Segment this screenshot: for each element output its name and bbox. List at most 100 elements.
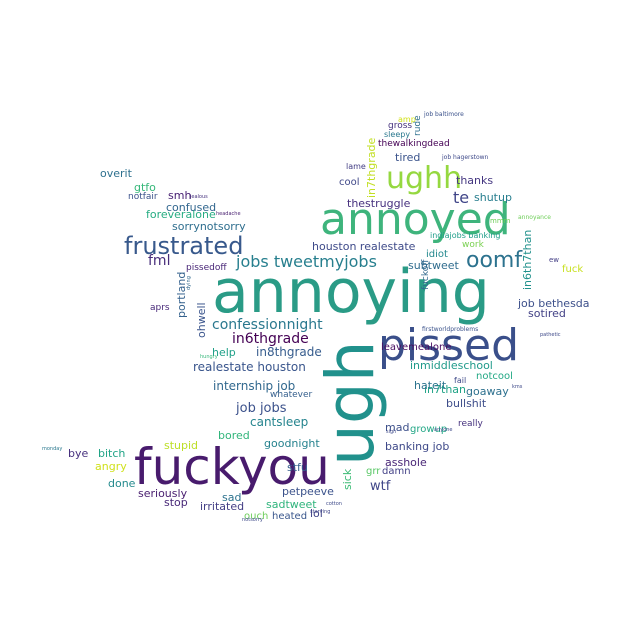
- word: te: [453, 188, 470, 207]
- word: realestate houston: [193, 360, 306, 374]
- word: thestruggle: [347, 197, 411, 210]
- word: fuckoff: [421, 259, 431, 290]
- word: help: [212, 346, 236, 359]
- word: asshole: [385, 456, 427, 469]
- word: ohwell: [195, 302, 208, 338]
- word: jobs tweetmyjobs: [236, 252, 377, 271]
- word: notsorry: [242, 517, 263, 523]
- word: in7than: [424, 383, 467, 396]
- word: starving: [310, 509, 331, 515]
- word: confessionnight: [212, 317, 323, 333]
- word: banking job: [385, 440, 450, 453]
- word: anyone: [434, 427, 453, 433]
- word: oomf: [466, 248, 523, 273]
- word: amp: [398, 115, 416, 124]
- word: fuckyou: [134, 438, 330, 496]
- word: job bethesda: [518, 297, 590, 310]
- word: work: [462, 240, 484, 250]
- word: bored: [218, 429, 250, 442]
- word: stop: [164, 496, 188, 509]
- word: ouch: [244, 511, 269, 522]
- word: fail: [454, 376, 467, 385]
- word: lame: [346, 162, 366, 171]
- word: notcool: [476, 371, 513, 382]
- word: sadtweet: [266, 498, 317, 511]
- word: overit: [100, 167, 132, 180]
- word: aprs: [150, 303, 170, 313]
- word: bye: [68, 447, 89, 460]
- word: foreveralone: [146, 208, 216, 221]
- word: cool: [339, 177, 360, 188]
- word: ew: [549, 256, 560, 264]
- word: smh: [168, 189, 192, 202]
- word: really: [458, 419, 483, 429]
- word: sick: [341, 468, 354, 490]
- word: idiot: [426, 249, 448, 260]
- word: seriously: [138, 487, 188, 500]
- word: goodnight: [264, 437, 320, 450]
- word: headache: [216, 211, 241, 217]
- word: internship job: [213, 379, 296, 393]
- word: sotired: [528, 307, 566, 320]
- word: dying: [186, 276, 192, 290]
- word: thewalkingdead: [378, 139, 450, 149]
- word: bitch: [98, 447, 126, 460]
- word: confused: [166, 201, 217, 214]
- word: gtfo: [134, 181, 156, 194]
- word: pissed: [378, 320, 520, 371]
- word: fuck: [562, 264, 584, 275]
- word: stupid: [164, 439, 199, 452]
- word: sigh: [386, 429, 397, 435]
- word: goaway: [466, 385, 509, 398]
- word: fml: [148, 253, 171, 269]
- word: annoying: [212, 257, 490, 327]
- word: monday: [42, 446, 63, 452]
- word: angry: [95, 460, 127, 473]
- word: pathetic: [540, 332, 561, 338]
- word: grr: [366, 466, 381, 477]
- word: hungry: [200, 354, 218, 360]
- word: mmm: [490, 217, 511, 225]
- word: ughh: [386, 161, 463, 196]
- word: mad: [385, 421, 410, 434]
- word: inmiddleschool: [410, 359, 493, 372]
- word: lol: [310, 507, 323, 520]
- word: sad: [222, 491, 242, 504]
- word: firstworldproblems: [422, 326, 479, 333]
- word: notfair: [128, 192, 158, 202]
- word: sorrynotsorry: [172, 220, 246, 233]
- word: kms: [512, 384, 523, 390]
- word: gross: [388, 121, 413, 131]
- word: leavemealone: [381, 342, 452, 353]
- word: pissedoff: [186, 263, 227, 273]
- word: in7thgrade: [365, 137, 378, 198]
- word: job baltimore: [424, 111, 464, 118]
- word: frustrated: [124, 232, 244, 260]
- word: annoyed: [320, 194, 511, 245]
- word: sleepy: [384, 130, 411, 139]
- word: thanks: [456, 174, 494, 187]
- word: houston realestate: [312, 240, 416, 253]
- word: indiajobs banking: [430, 231, 501, 240]
- word: jealous: [190, 194, 208, 200]
- word: in8thgrade: [256, 345, 322, 359]
- word: wtf: [370, 479, 391, 494]
- word: shutup: [474, 191, 512, 204]
- word: in6thgrade: [232, 331, 309, 347]
- word: bullshit: [446, 397, 487, 410]
- word: damn: [382, 466, 411, 477]
- word: in6th7than: [521, 229, 534, 290]
- word: heated: [272, 511, 308, 522]
- word: growup: [410, 424, 448, 435]
- word: irritated: [200, 500, 245, 513]
- word: hateit: [414, 379, 447, 392]
- word: cotton: [326, 501, 342, 507]
- word: petpeeve: [282, 485, 334, 498]
- word: job hagerstown: [442, 154, 489, 161]
- word: whatever: [270, 390, 313, 400]
- word: annoyance: [518, 214, 551, 221]
- word: stfu: [287, 461, 308, 474]
- word: done: [108, 477, 136, 490]
- word: job jobs: [236, 401, 287, 416]
